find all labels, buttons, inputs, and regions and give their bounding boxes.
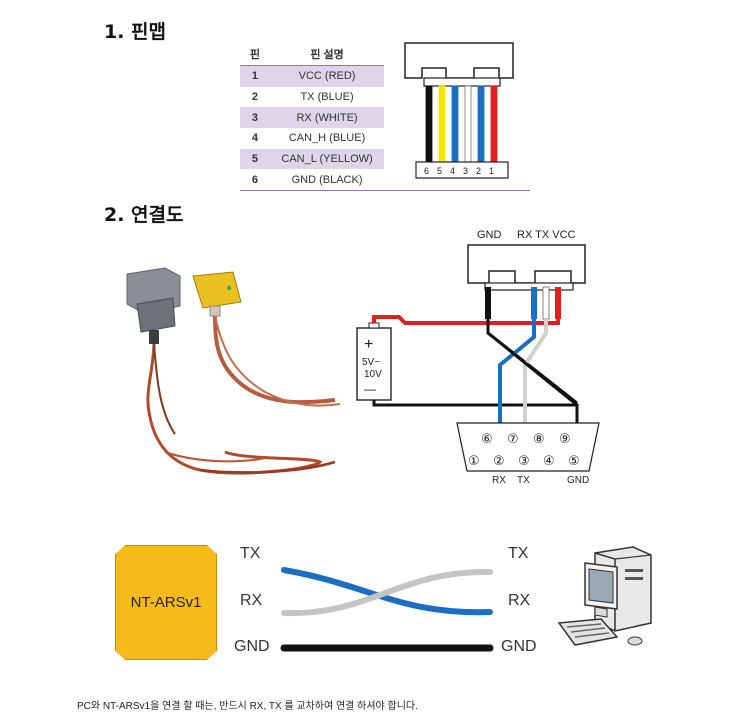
battery-minus: — (364, 382, 376, 396)
db9-pin-number: ⑧ (533, 432, 545, 447)
device-cable-photo (105, 262, 345, 492)
db9-pin-number: ⑤ (568, 454, 580, 469)
pin-desc: CAN_L (YELLOW) (269, 148, 385, 170)
left-gnd-label: GND (234, 638, 270, 655)
connector-wire (464, 85, 472, 163)
connector-pin-number: 4 (450, 166, 455, 176)
pin-number: 3 (240, 107, 270, 129)
right-rx-label: RX (508, 592, 531, 609)
db9-pin-number: ③ (518, 454, 530, 469)
connector-pin-number: 1 (489, 166, 494, 176)
db9-pin-number: ⑥ (481, 432, 493, 447)
connector-wire (477, 85, 485, 163)
pin-desc: TX (BLUE) (300, 91, 354, 104)
db9-rx-label: RX (492, 475, 506, 486)
db9-plug-illustration (126, 267, 181, 344)
section-1-title: 1. 핀맵 (104, 21, 167, 43)
db9-pin-number: ⑦ (507, 432, 519, 447)
db9-tx-label: TX (517, 475, 530, 486)
pin-header: 핀 (240, 43, 270, 66)
pin-description-header: 핀 설명 (269, 43, 385, 66)
pin-number: 4 (251, 132, 258, 145)
db9-pin-number: ⑨ (559, 432, 571, 447)
left-tx-label: TX (240, 545, 261, 562)
svg-text:5V~: 5V~ (362, 357, 380, 368)
connector-rx-tx-vcc-label: RX TX VCC (517, 229, 576, 241)
connector-wire (451, 85, 459, 163)
battery-plus: + (364, 336, 373, 353)
connector-pin-number: 6 (424, 166, 429, 176)
db9-pin-number: ④ (543, 454, 555, 469)
pin-number: 1 (240, 65, 270, 87)
pin-number: 2 (251, 91, 258, 104)
pin-number: 5 (240, 148, 270, 170)
pin-desc: CAN_H (BLUE) (288, 132, 366, 145)
pin-desc: RX (WHITE) (269, 107, 385, 129)
connection-note: PC와 NT-ARSv1을 연결 할 때는, 반드시 RX, TX 를 교차하여… (77, 701, 418, 712)
pin-desc: VCC (RED) (269, 65, 385, 87)
right-gnd-label: GND (501, 638, 537, 655)
db9-pin-number: ① (468, 454, 480, 469)
connector-pin-number: 5 (437, 166, 442, 176)
right-tx-label: TX (508, 545, 529, 562)
crossover-wires (280, 567, 494, 652)
db9-pin-number: ② (493, 454, 505, 469)
connector-wire (438, 85, 446, 163)
connector-wire (490, 85, 498, 163)
svg-text:10V: 10V (364, 369, 382, 380)
connector-pin-number: 3 (463, 166, 468, 176)
pin-desc: GND (BLACK) (269, 169, 385, 192)
nt-arsv1-device: NT-ARSv1 (115, 545, 217, 660)
pin-number: 6 (240, 169, 270, 192)
section-2-title: 2. 연결도 (104, 204, 184, 226)
db9-gnd-label: GND (567, 475, 589, 486)
connector-wire (425, 85, 433, 163)
connector-pin-number: 2 (476, 166, 481, 176)
rx-to-tx-wire (281, 568, 493, 617)
connector-gnd-label: GND (477, 229, 502, 241)
computer-icon (557, 546, 652, 646)
left-rx-label: RX (240, 592, 263, 609)
tx-to-rx-wire (281, 567, 493, 616)
